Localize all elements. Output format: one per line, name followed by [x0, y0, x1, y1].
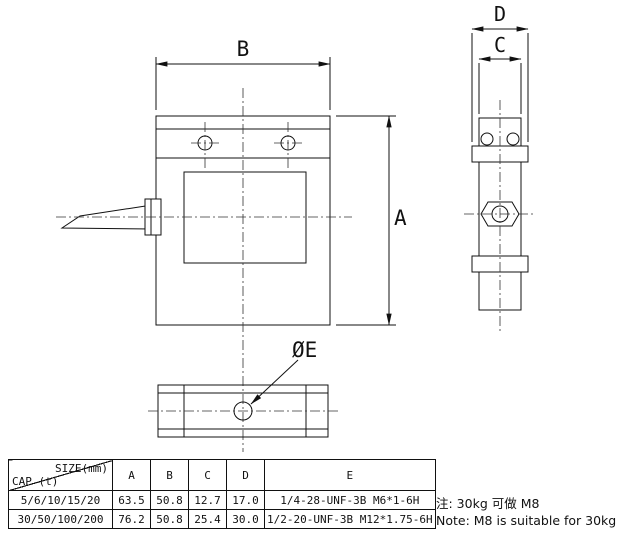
dimension-C [478, 56, 522, 114]
front-center-lines [56, 88, 352, 452]
dimension-D [471, 26, 529, 142]
dimension-E-leader [250, 359, 299, 405]
value-A: 63.5 [112, 490, 151, 510]
value-B: 50.8 [150, 509, 189, 529]
dim-d-label: D [494, 2, 506, 26]
dimension-B [155, 57, 331, 110]
note-line-cn: 注: 30kg 可做 M8 [436, 496, 540, 511]
note-line-en: Note: M8 is suitable for 30kg [436, 512, 617, 528]
value-E: 1/4-28-UNF-3B M6*1-6H [264, 490, 436, 510]
table-row: 30/50/100/200 76.2 50.8 25.4 30.0 1/2-20… [8, 509, 436, 529]
table-header-row: SIZE(mm) CAP (t) A B C D E [8, 459, 436, 491]
value-E: 1/2-20-UNF-3B M12*1.75-6H [264, 509, 436, 529]
value-A: 76.2 [112, 509, 151, 529]
table-corner-cell: SIZE(mm) CAP (t) [8, 459, 113, 491]
front-view [60, 115, 331, 326]
col-header-E: E [264, 459, 436, 491]
col-header-C: C [188, 459, 227, 491]
side-center-lines [464, 100, 536, 332]
dim-b-label: B [237, 37, 250, 61]
col-header-B: B [150, 459, 189, 491]
value-D: 17.0 [226, 490, 265, 510]
front-window-outline [183, 171, 307, 264]
value-C: 12.7 [188, 490, 227, 510]
col-header-D: D [226, 459, 265, 491]
dimension-A [336, 115, 396, 326]
col-header-A: A [112, 459, 151, 491]
cap-value: 5/6/10/15/20 [8, 490, 113, 510]
table-row: 5/6/10/15/20 63.5 50.8 12.7 17.0 1/4-28-… [8, 490, 436, 510]
cap-header-label: CAP (t) [12, 475, 59, 488]
dim-c-label: C [494, 33, 506, 57]
side-bolt-right-icon [506, 132, 520, 146]
spec-table: SIZE(mm) CAP (t) A B C D E 5/6/10/15/20 … [8, 459, 436, 529]
value-B: 50.8 [150, 490, 189, 510]
dim-e-leader-line [250, 359, 299, 405]
dim-e-label: ØE [292, 338, 317, 362]
side-bolt-left-icon [480, 132, 494, 146]
note-block: 注: 30kg 可做 M8 Note: M8 is suitable for 3… [436, 496, 616, 530]
value-C: 25.4 [188, 509, 227, 529]
size-header-label: SIZE(mm) [55, 462, 108, 475]
cap-value: 30/50/100/200 [8, 509, 113, 529]
value-D: 30.0 [226, 509, 265, 529]
dim-a-label: A [394, 206, 407, 230]
